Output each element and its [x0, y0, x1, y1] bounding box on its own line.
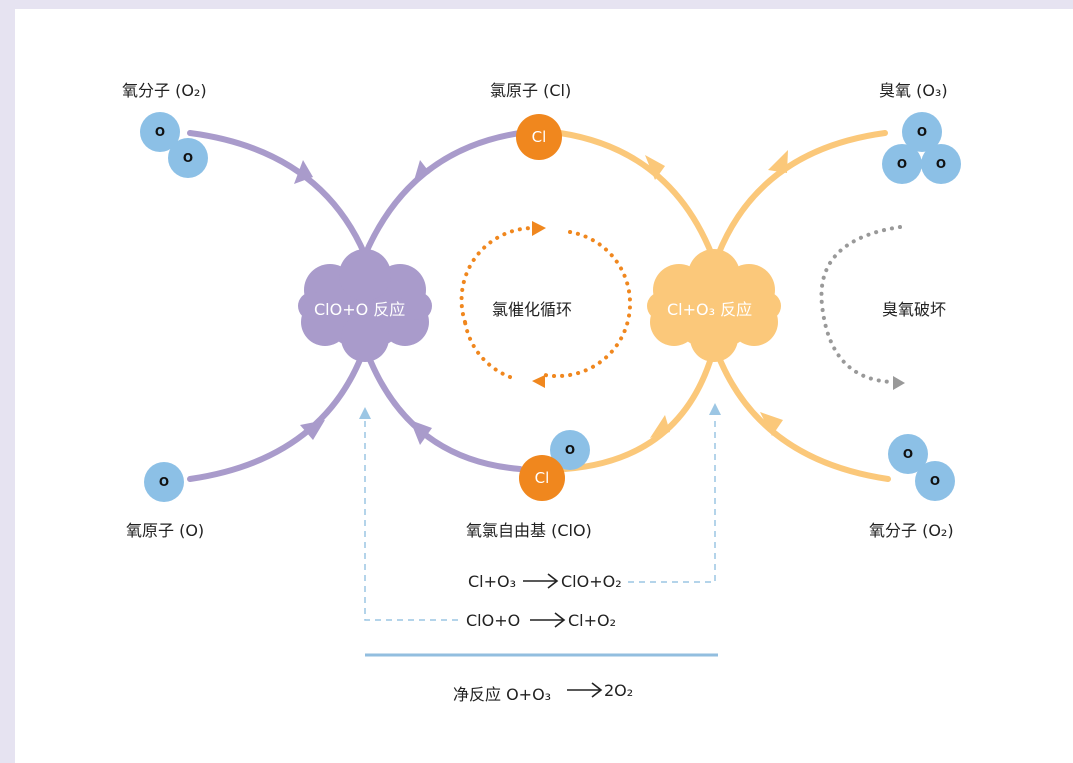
chlorine-atom: Cl — [519, 455, 565, 501]
eq1-reactants: Cl+O₃ — [468, 572, 517, 591]
eq1-arrow — [523, 573, 559, 589]
dashed-line-cl-o3 — [628, 418, 716, 583]
oxygen-atom: O — [921, 144, 961, 184]
yellow-arrow-clo-out — [562, 352, 715, 472]
yellow-arrowhead-1 — [645, 155, 665, 180]
label-o2-bottom-right: 氧分子 (O₂) — [869, 521, 954, 540]
purple-arrow-o-in — [187, 352, 365, 482]
purple-arrowhead-1 — [294, 160, 313, 184]
purple-arrowhead-2 — [413, 160, 430, 184]
catalytic-arrow-bottom — [532, 375, 545, 388]
label-clo-radical: 氧氯自由基 (ClO) — [466, 521, 592, 540]
catalytic-cycle-upper — [459, 226, 534, 324]
oxygen-atom: O — [882, 144, 922, 184]
dashed-arrowhead-left — [359, 407, 371, 419]
label-o-atom: 氧原子 (O) — [126, 521, 205, 540]
net-arrow — [567, 682, 603, 698]
chlorine-atom: Cl — [516, 114, 562, 160]
yellow-arrowhead-3 — [650, 415, 670, 438]
purple-arrowhead-3 — [300, 420, 325, 440]
cl-o3-reaction-label: Cl+O₃ 反应 — [667, 300, 753, 319]
net-reaction-products: 2O₂ — [604, 681, 634, 700]
label-o2-top-left: 氧分子 (O₂) — [122, 81, 207, 100]
catalytic-cycle-lower — [463, 320, 512, 379]
label-cl-atom: 氯原子 (Cl) — [490, 81, 572, 100]
eq1-products: ClO+O₂ — [561, 572, 622, 591]
oxygen-atom: O — [915, 461, 955, 501]
dashed-line-clo-o — [364, 420, 458, 621]
clo-o-reaction-label: ClO+O 反应 — [314, 300, 406, 319]
net-reaction-reactants: 净反应 O+O₃ — [453, 685, 552, 704]
purple-arrow-clo-in — [365, 352, 523, 472]
dashed-arrowhead-right — [709, 403, 721, 415]
yellow-arrowhead-4 — [760, 412, 783, 436]
catalytic-cycle-right — [543, 230, 633, 379]
purple-arrow-o2-out — [187, 130, 368, 258]
oxygen-atom: O — [168, 138, 208, 178]
label-ozone: 臭氧 (O₃) — [879, 81, 948, 100]
clo-o-reaction-cloud — [298, 249, 432, 362]
ozone-destruction-label: 臭氧破坏 — [882, 300, 947, 319]
yellow-arrowhead-2 — [768, 150, 788, 173]
catalytic-arrow-top — [532, 221, 546, 236]
oxygen-atom: O — [144, 462, 184, 502]
yellow-arrow-cl-in — [557, 130, 715, 258]
purple-arrowhead-4 — [410, 420, 432, 445]
eq2-reactants: ClO+O — [466, 611, 521, 630]
eq2-arrow — [530, 612, 566, 628]
ozone-destruction-arrowhead — [893, 376, 905, 390]
chlorine-cycle-label: 氯催化循环 — [492, 300, 573, 319]
yellow-arrow-o2-out — [715, 352, 891, 482]
cl-o3-reaction-cloud — [647, 249, 781, 362]
eq2-products: Cl+O₂ — [568, 611, 617, 630]
